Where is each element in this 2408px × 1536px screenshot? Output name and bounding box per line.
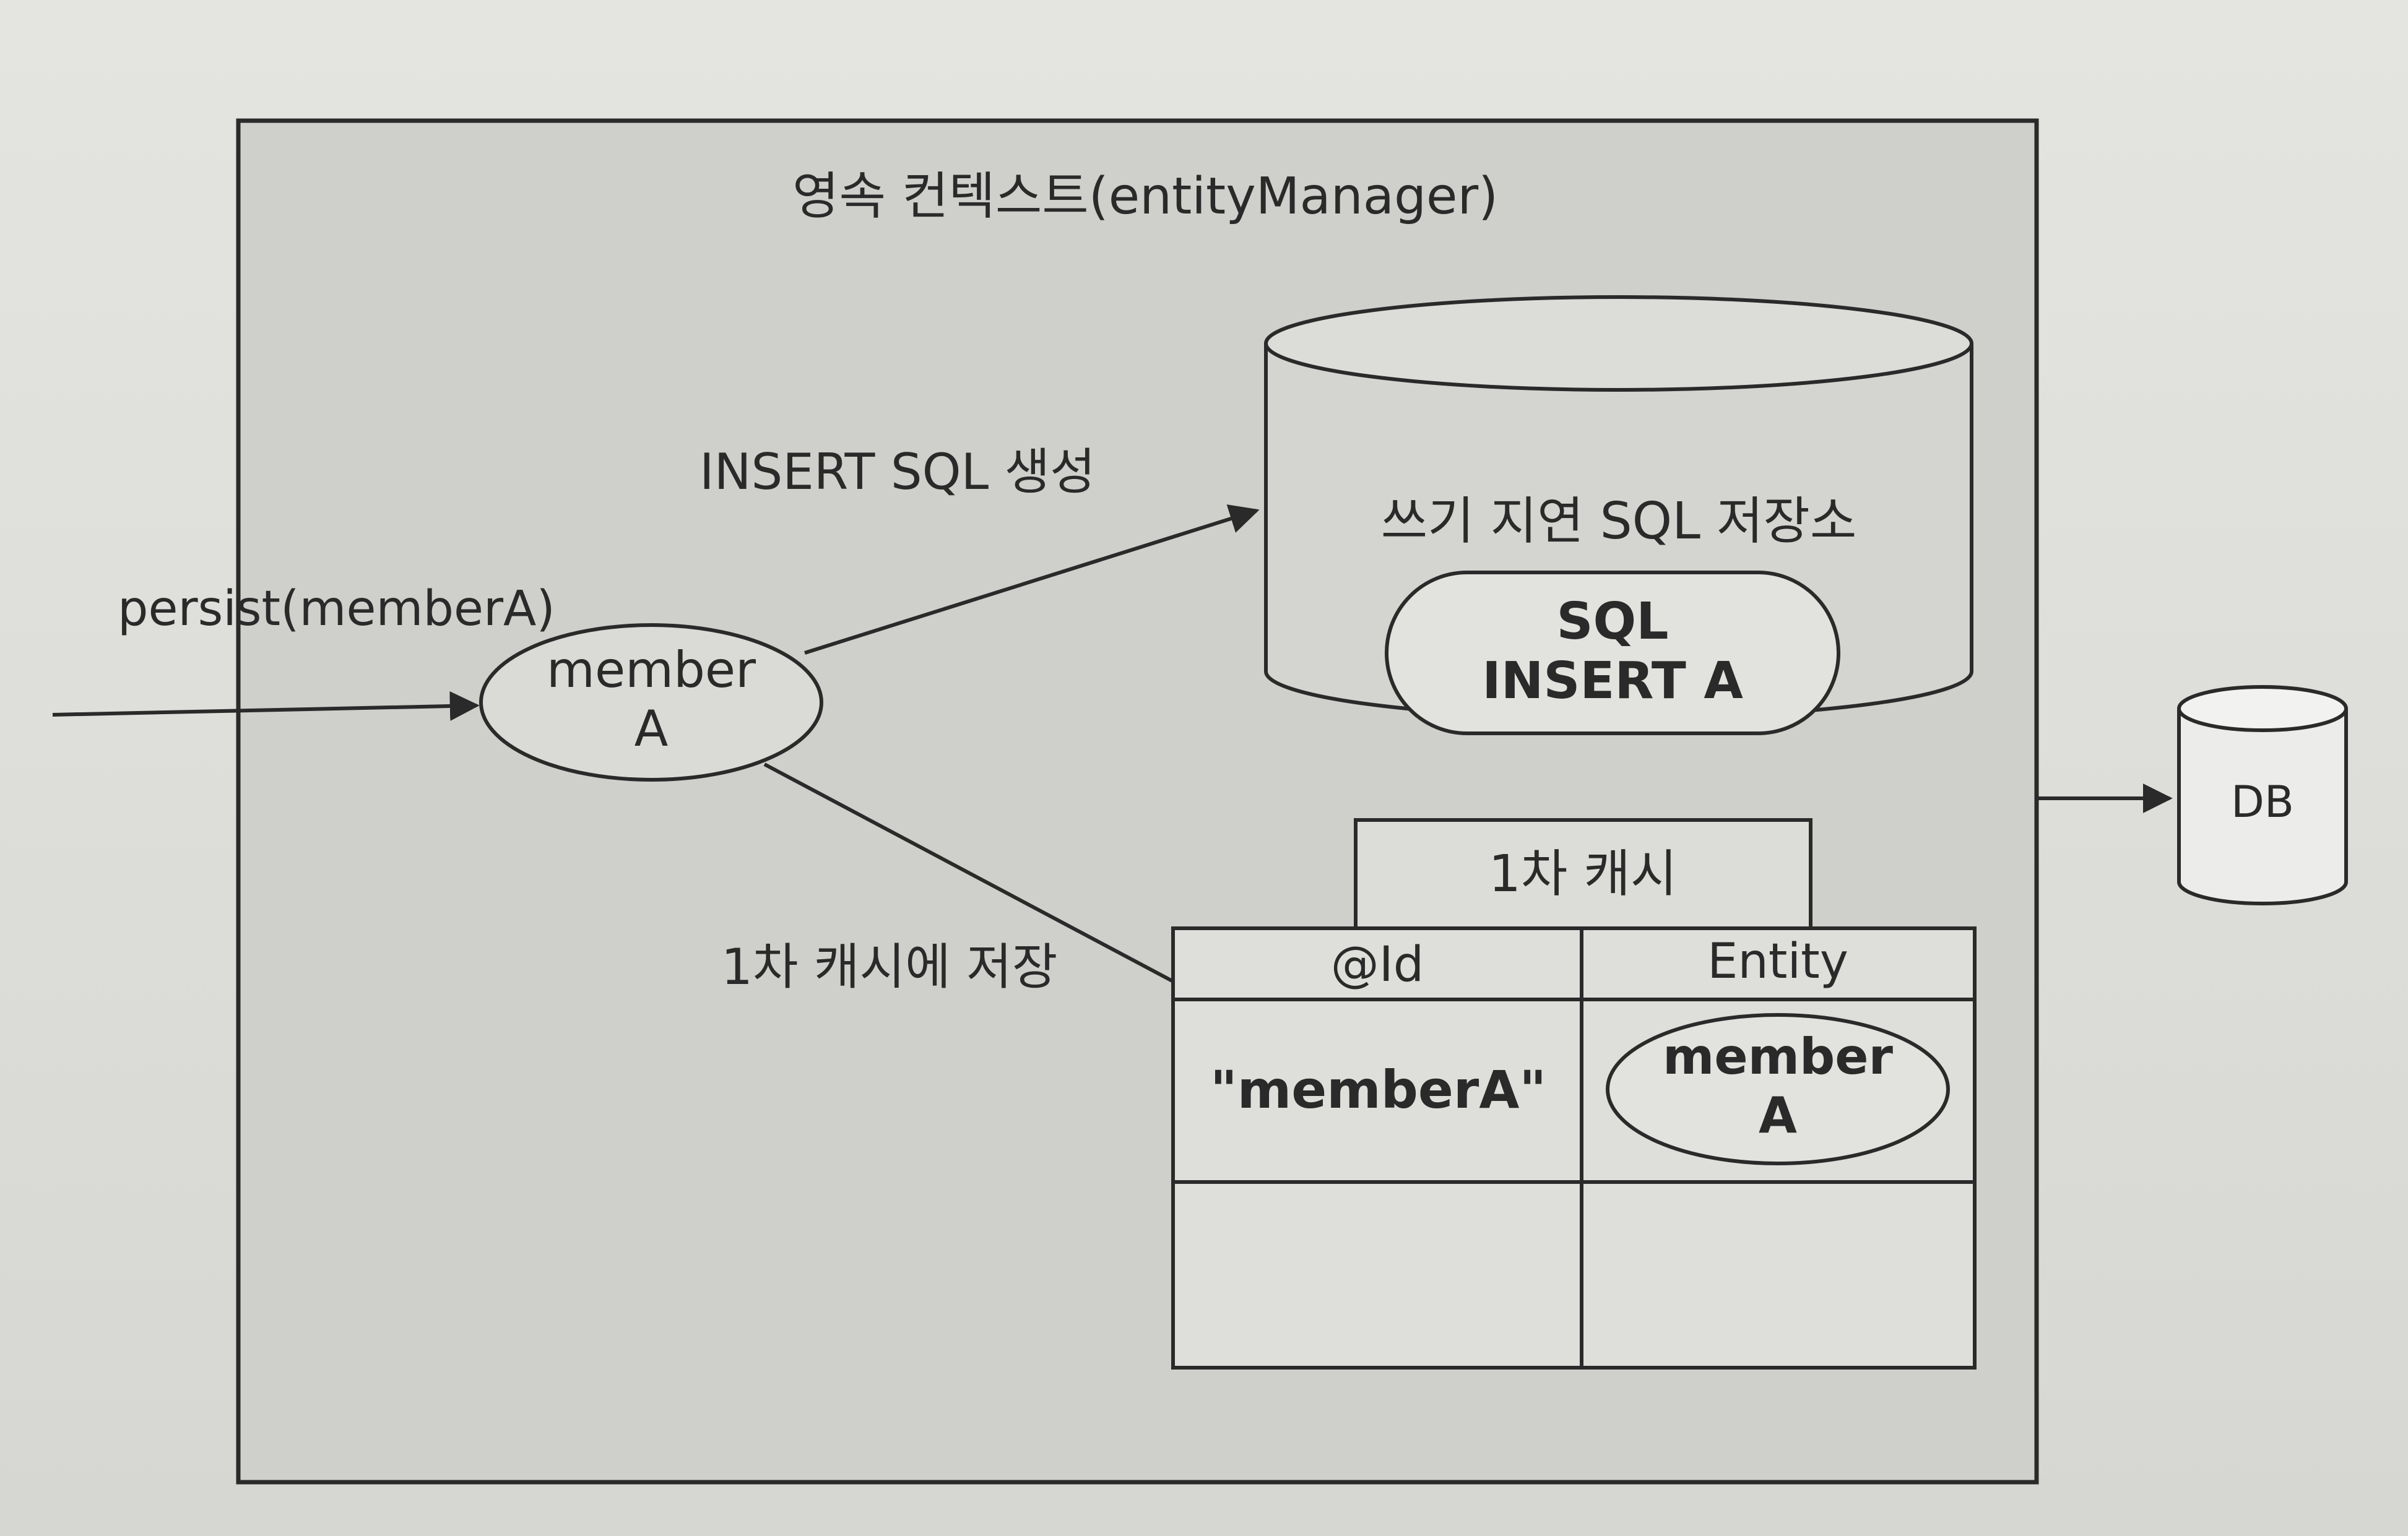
cache-entity-line2: A bbox=[1759, 1087, 1797, 1144]
sql-item-line1: SQL bbox=[1556, 592, 1668, 651]
entity-label-line2: A bbox=[634, 700, 669, 757]
cache-column-entity: Entity bbox=[1707, 934, 1848, 990]
insert-sql-arrow bbox=[804, 504, 1260, 655]
db-cylinder bbox=[2177, 685, 2348, 905]
insert-sql-label: INSERT SQL 생성 bbox=[699, 443, 1096, 501]
cache-column-id: @Id bbox=[1331, 937, 1424, 993]
persist-call-label: persist(memberA) bbox=[118, 581, 555, 637]
entity-ellipse bbox=[479, 623, 823, 782]
cache-entity-ellipse bbox=[1606, 1013, 1950, 1165]
persist-arrow bbox=[52, 691, 480, 721]
cache-store-label: 1차 캐시에 저장 bbox=[721, 938, 1057, 996]
sql-store-title: 쓰기 지연 SQL 저장소 bbox=[1381, 492, 1857, 551]
db-label: DB bbox=[2231, 777, 2294, 827]
cache-entity-line1: member bbox=[1663, 1028, 1894, 1085]
cache-title-tab bbox=[1354, 818, 1812, 930]
sql-item-pill bbox=[1385, 571, 1840, 735]
cache-row-id: "memberA" bbox=[1210, 1059, 1546, 1120]
cache-title: 1차 캐시 bbox=[1489, 845, 1678, 904]
context-title: 영속 컨텍스트(entityManager) bbox=[792, 167, 1498, 226]
cache-store-arrow bbox=[763, 762, 1210, 1001]
sql-item-line2: INSERT A bbox=[1482, 652, 1743, 710]
entity-label-line1: member bbox=[547, 641, 756, 699]
